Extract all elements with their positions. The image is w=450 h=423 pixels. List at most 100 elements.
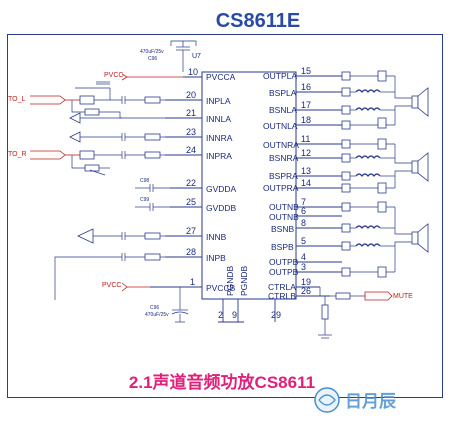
cap-ref-c98: C98 — [140, 178, 149, 184]
pin-number: 23 — [186, 127, 196, 137]
net-label-pvcc-top: PVCC — [104, 72, 123, 79]
bottom-pin-number: 2 — [218, 310, 223, 320]
pin-name: OUTNB — [269, 202, 299, 212]
cap-ref-c99: C99 — [140, 197, 149, 203]
right-pins-ctrl: CTRLA CTRLB 19 26 — [268, 277, 330, 301]
pin-name: CTRLB — [268, 291, 296, 301]
pin-name: OUTPLA — [263, 71, 297, 81]
pin-name: INPLA — [206, 96, 231, 106]
pin-number: 18 — [301, 115, 311, 125]
pin-name: GVDDA — [206, 184, 237, 194]
schematic-border — [7, 34, 443, 398]
pin-name: OUTNB — [269, 212, 299, 222]
output-filter-ra — [341, 138, 412, 194]
pin-number: 20 — [186, 90, 196, 100]
pin-number: 28 — [186, 247, 196, 257]
innla-input-branch — [69, 112, 122, 124]
pin-name: PVCCB — [206, 283, 236, 293]
top-supply-capacitor: 470uF/25v C96 — [140, 40, 197, 72]
watermark-text: 日月辰 — [345, 392, 397, 411]
pin-number: 21 — [186, 108, 196, 118]
left-pin-innla: 21 INNLA — [165, 108, 231, 124]
pin-name: OUTPRA — [263, 183, 299, 193]
left-pin-inpb: 28 INPB — [165, 247, 226, 263]
pin-number: 13 — [301, 166, 311, 176]
pin-number: 25 — [186, 197, 196, 207]
pvcc-net-top: PVCC — [96, 72, 183, 85]
top-cap-value: 470uF/25v — [140, 49, 164, 55]
net-label-to-r: TO_R — [8, 151, 27, 158]
pin-name: OUTPB — [269, 267, 299, 277]
pin-number: 16 — [301, 82, 311, 92]
chip-title: CS8611E — [216, 10, 301, 32]
chip-ref: U7 — [192, 53, 201, 60]
pin-name: INPRA — [206, 151, 232, 161]
bottom-pin-name: PGNDB — [239, 265, 249, 296]
gvdd-capacitors: C98 C99 — [135, 178, 170, 211]
to-r-input-network: TO_R — [8, 150, 165, 176]
pin-name: BSNLA — [269, 105, 297, 115]
pin-number: 6 — [301, 206, 306, 216]
pin-name: CTRLA — [268, 282, 296, 292]
pin-number: 17 — [301, 100, 311, 110]
pin-name: BSPLA — [269, 88, 297, 98]
pin-number: 7 — [301, 197, 306, 207]
left-pin-inpla: 20 INPLA — [165, 90, 231, 106]
output-filter-b — [341, 201, 412, 278]
left-pin-inpra: 24 INPRA — [165, 145, 232, 161]
left-pin-innb: 27 INNB — [165, 226, 227, 242]
bottom-cap-ref: C96 — [150, 305, 159, 311]
watermark-logo: 日月辰 — [314, 387, 397, 413]
pin-name: INNB — [206, 232, 227, 242]
right-pins-channel-b: OUTNB OUTNB BSNB BSPB OUTPB OUTPB 7 6 8 … — [269, 197, 342, 277]
pvcc-net-bottom: PVCC C96 470uF/25v — [102, 282, 189, 323]
speaker-ra — [411, 152, 429, 182]
speaker-la — [411, 87, 429, 117]
mute-network: MUTE — [318, 287, 413, 339]
pin-number: 8 — [301, 218, 306, 228]
left-pin-gvddb: 25 GVDDB — [170, 197, 237, 213]
pin-name: BSNRA — [269, 153, 299, 163]
pin-name: GVDDB — [206, 203, 237, 213]
bottom-pin-number: 29 — [271, 310, 281, 320]
pin-number: 10 — [188, 67, 198, 77]
bottom-cap-value: 470uF/25v — [145, 312, 169, 318]
bottom-pins: PGNDB PGNDB 2 9 29 — [218, 265, 281, 323]
right-pins-channel-la: OUTPLA BSPLA BSNLA OUTNLA 15 16 17 18 — [263, 66, 342, 131]
pin-name: INPB — [206, 253, 226, 263]
pin-name: BSNB — [271, 224, 294, 234]
pin-number: 26 — [301, 286, 311, 296]
pin-number: 12 — [301, 148, 311, 158]
circuit-subtitle: 2.1声道音频功放CS8611 — [129, 372, 315, 392]
pin-name: INNRA — [206, 133, 233, 143]
innb-input-branch — [77, 228, 165, 244]
pin-name: BSPB — [271, 242, 294, 252]
pin-number: 22 — [186, 178, 196, 188]
pin-name: OUTNRA — [263, 140, 299, 150]
pin-number: 24 — [186, 145, 196, 155]
left-pin-gvdda: 22 GVDDA — [170, 178, 237, 194]
pin-number: 14 — [301, 178, 311, 188]
innra-input-branch — [69, 131, 165, 143]
net-label-pvcc-bottom: PVCC — [102, 282, 121, 289]
pin-number: 4 — [301, 252, 306, 262]
top-cap-ref: C96 — [148, 56, 157, 62]
net-label-mute: MUTE — [393, 293, 413, 300]
left-pin-pvccb: 1 PVCCB — [150, 277, 236, 293]
to-l-input-network: TO_L — [8, 87, 165, 119]
left-pin-pvcca: 10 PVCCA — [183, 67, 236, 82]
right-pins-channel-ra: OUTNRA BSNRA BSPRA OUTPRA 11 12 13 14 — [263, 134, 342, 193]
net-label-to-l: TO_L — [8, 96, 25, 103]
pin-number: 5 — [301, 236, 306, 246]
pin-name: PVCCA — [206, 72, 236, 82]
pin-name: INNLA — [206, 114, 231, 124]
speaker-b — [411, 223, 429, 253]
pin-name: BSPRA — [269, 171, 298, 181]
pin-number: 27 — [186, 226, 196, 236]
chip-body — [201, 71, 297, 300]
inpb-input-branch — [54, 253, 165, 300]
bottom-pin-number: 9 — [232, 310, 237, 320]
pin-number: 15 — [301, 66, 311, 76]
left-pin-innra: 23 INNRA — [165, 127, 233, 143]
